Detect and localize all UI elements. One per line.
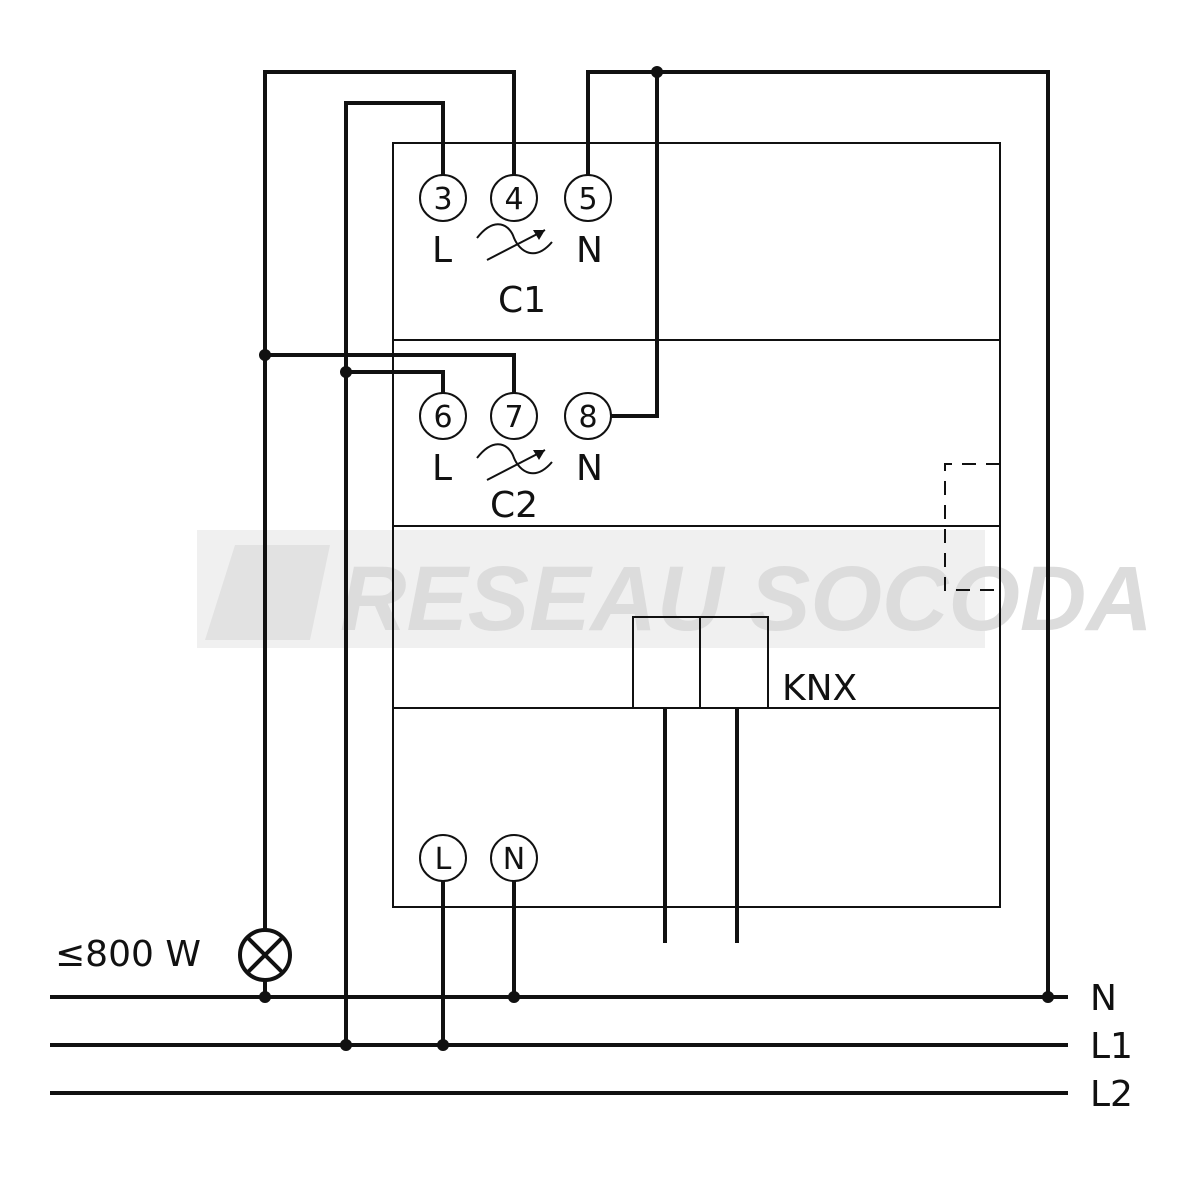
- c2-l-label: L: [432, 448, 452, 489]
- svg-text:RESEAU SOCODA: RESEAU SOCODA: [340, 548, 1153, 650]
- terminal-supply-l: L: [419, 834, 467, 882]
- junction-dots: [259, 66, 1054, 1051]
- terminal-8: 8: [564, 392, 612, 440]
- svg-text:L: L: [435, 842, 452, 877]
- svg-text:8: 8: [578, 400, 597, 435]
- svg-text:7: 7: [504, 400, 523, 435]
- line-label-l2: L2: [1090, 1074, 1133, 1115]
- svg-text:N: N: [503, 842, 525, 877]
- svg-text:3: 3: [433, 182, 452, 217]
- load-rating: ≤800 W: [55, 934, 201, 975]
- knx-connector: [632, 616, 769, 709]
- c2-n-label: N: [576, 448, 603, 489]
- channel-2-label: C2: [490, 485, 538, 526]
- line-label-n: N: [1090, 978, 1117, 1019]
- dimmer-symbol-icon: [476, 443, 553, 481]
- terminal-5: 5: [564, 174, 612, 222]
- lamp-icon: [238, 928, 292, 982]
- line-label-l1: L1: [1090, 1026, 1133, 1067]
- knx-label: KNX: [782, 668, 857, 709]
- terminal-6: 6: [419, 392, 467, 440]
- terminal-supply-n: N: [490, 834, 538, 882]
- dashed-link: [944, 463, 1000, 591]
- watermark: RESEAU SOCODA: [197, 530, 1153, 650]
- terminal-7: 7: [490, 392, 538, 440]
- svg-text:6: 6: [433, 400, 452, 435]
- terminal-3: 3: [419, 174, 467, 222]
- device-enclosure: [392, 142, 1001, 908]
- c1-n-label: N: [576, 230, 603, 271]
- terminal-4: 4: [490, 174, 538, 222]
- svg-text:4: 4: [504, 182, 523, 217]
- channel-1-label: C1: [498, 280, 546, 321]
- svg-text:5: 5: [578, 182, 597, 217]
- c1-l-label: L: [432, 230, 452, 271]
- dimmer-symbol-icon: [476, 223, 553, 261]
- wires: [50, 70, 1068, 1095]
